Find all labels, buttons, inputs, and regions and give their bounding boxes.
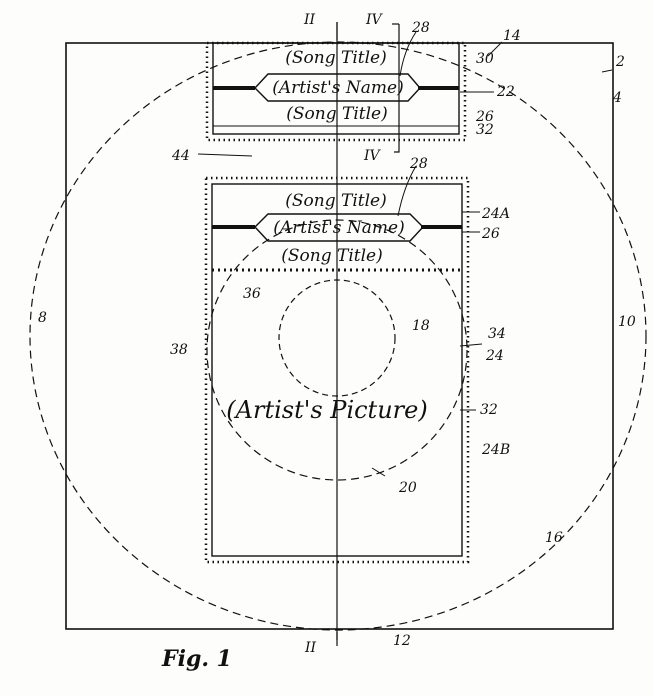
artist-picture-label: (Artist's Picture) xyxy=(226,396,427,424)
ref-26-lower: 26 xyxy=(481,226,500,242)
ref-36: 36 xyxy=(243,286,261,302)
leader-lines xyxy=(197,31,613,477)
ref-24b: 24B xyxy=(481,442,510,458)
upper-song-title-bottom: (Song Title) xyxy=(286,104,388,124)
ref-14: 14 xyxy=(503,28,521,44)
ref-26-upper: 26 xyxy=(475,109,494,125)
ref-38: 38 xyxy=(170,342,188,358)
section-mark-iv-top: IV xyxy=(365,12,384,28)
ref-18: 18 xyxy=(412,318,430,334)
section-mark-ii-top: II xyxy=(303,12,316,28)
spindle-circle-dashed xyxy=(278,279,396,397)
ref-4: 4 xyxy=(612,90,622,106)
ref-20: 20 xyxy=(398,480,417,496)
ref-24a: 24A xyxy=(481,206,510,222)
ref-28-upper: 28 xyxy=(411,20,430,36)
upper-artist-name: (Artist's Name) xyxy=(272,78,403,98)
section-arrows xyxy=(336,22,400,646)
lower-label-panel xyxy=(204,176,470,564)
reference-numerals: 28 14 2 30 4 22 26 32 44 28 24A 26 36 8 … xyxy=(38,20,636,649)
ref-44: 44 xyxy=(171,148,190,164)
outer-sheet xyxy=(65,42,614,630)
upper-song-title-top: (Song Title) xyxy=(285,48,387,68)
ref-8: 8 xyxy=(38,310,47,326)
lower-artist-name: (Artist's Name) xyxy=(273,218,404,238)
lower-song-title-bottom: (Song Title) xyxy=(281,246,383,266)
ref-16: 16 xyxy=(545,530,563,546)
ref-28-lower: 28 xyxy=(409,156,428,172)
ref-32-lower: 32 xyxy=(480,402,498,418)
ref-32-upper: 32 xyxy=(476,122,494,138)
lower-song-title-top: (Song Title) xyxy=(285,191,387,211)
ref-12: 12 xyxy=(393,633,411,649)
label-circle-dashed xyxy=(206,219,468,481)
ref-2: 2 xyxy=(615,54,625,70)
figure-caption: Fig. 1 xyxy=(161,646,232,672)
section-mark-ii-bottom: II xyxy=(304,640,317,656)
ref-22: 22 xyxy=(496,84,515,100)
ref-24: 24 xyxy=(485,348,504,364)
ref-34: 34 xyxy=(488,326,506,342)
section-mark-iv-bottom: IV xyxy=(363,148,382,164)
ref-30: 30 xyxy=(476,51,494,67)
ref-10: 10 xyxy=(618,314,636,330)
